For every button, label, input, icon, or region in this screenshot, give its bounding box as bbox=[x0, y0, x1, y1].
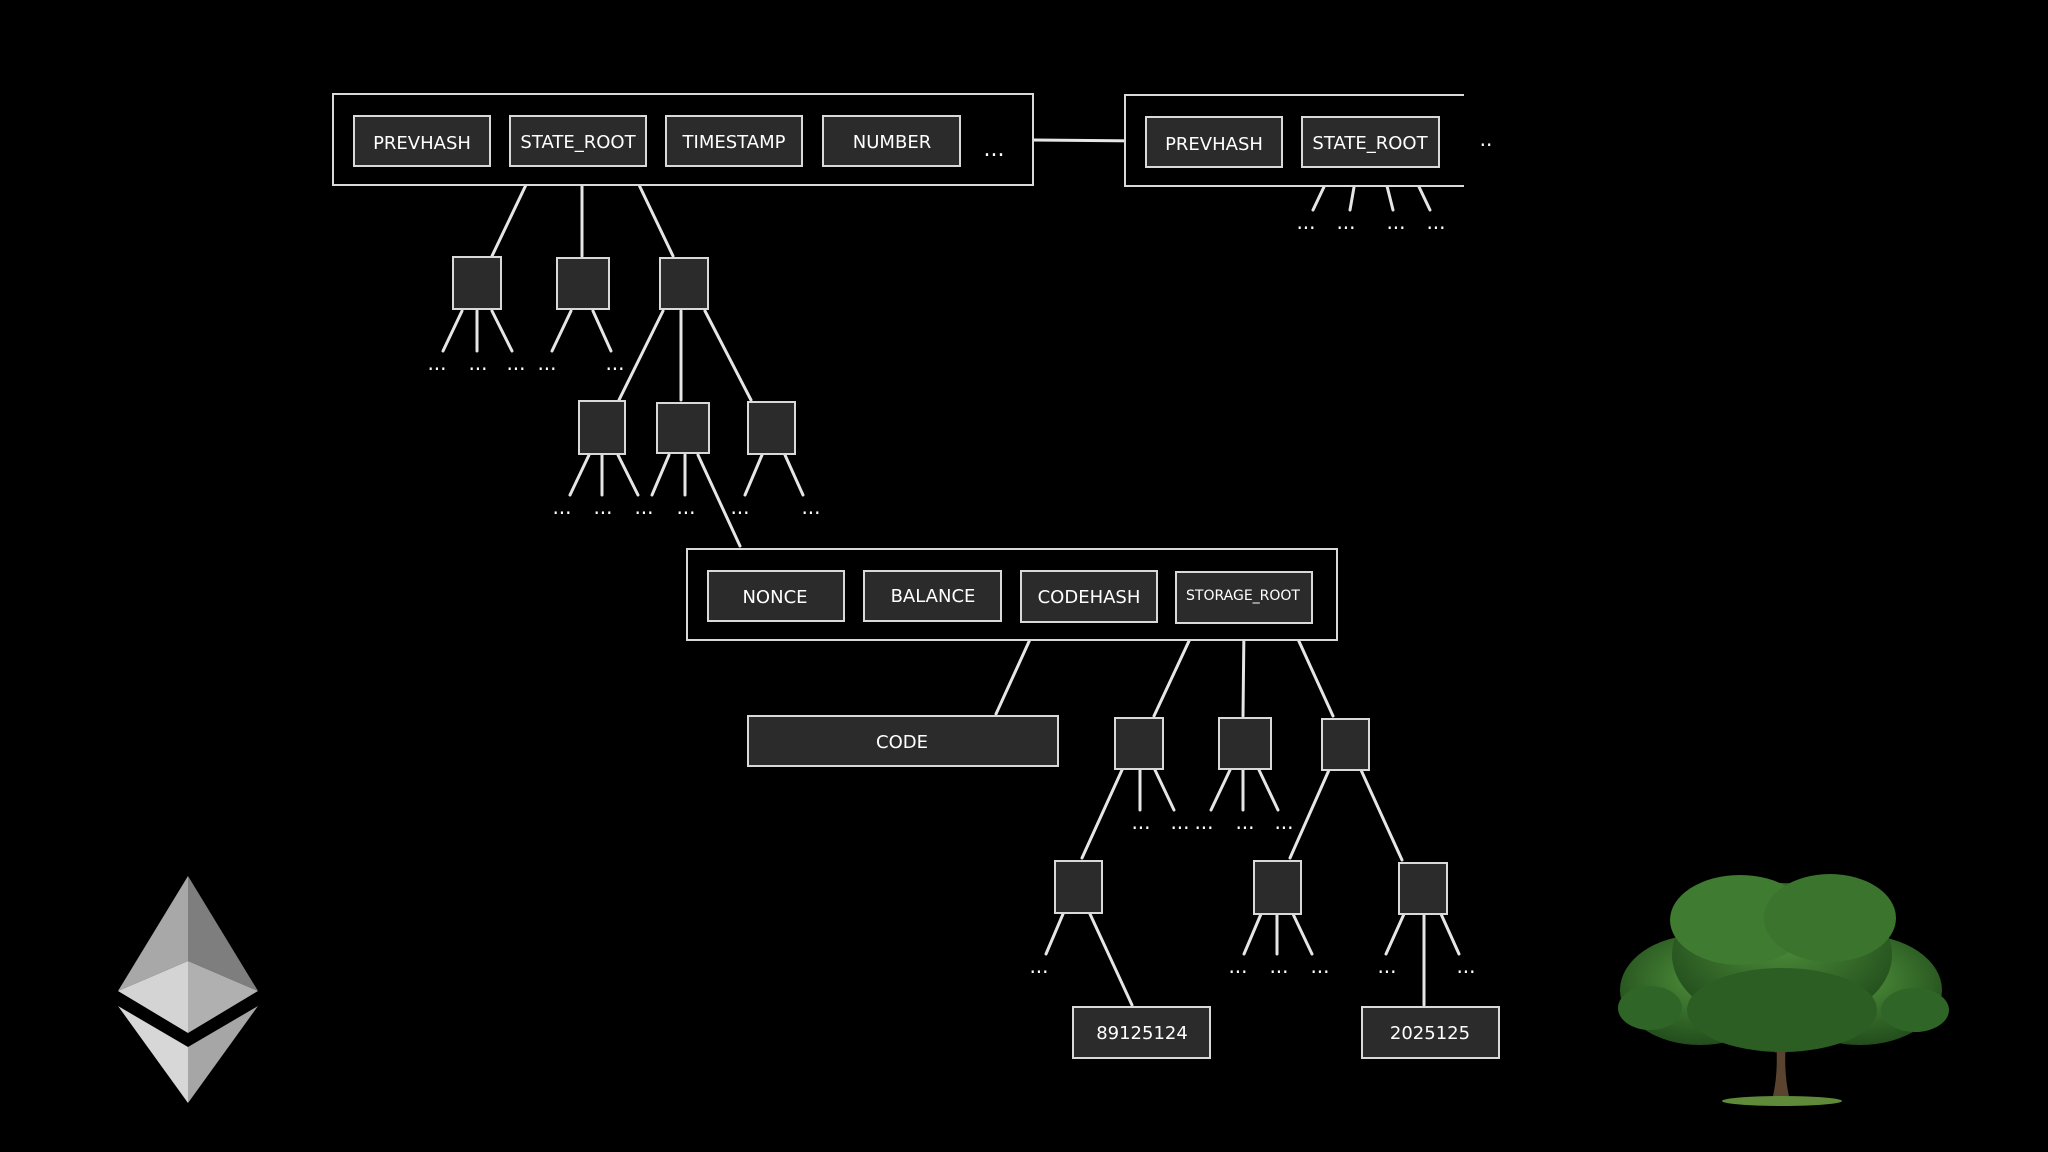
trie-node bbox=[656, 402, 710, 454]
block-header-2: PREVHASH STATE_ROOT .. bbox=[1124, 94, 1493, 187]
storage-value-right: 2025125 bbox=[1361, 1006, 1500, 1059]
block2-field-prevhash bbox=[1145, 116, 1283, 168]
state-trie-nodes bbox=[452, 256, 796, 455]
tree-icon bbox=[1618, 874, 1949, 1106]
ellipsis: ... bbox=[634, 495, 653, 519]
account-field-storage-root bbox=[1175, 571, 1313, 624]
account-field-nonce bbox=[707, 570, 845, 622]
storage-value-left: 89125124 bbox=[1072, 1006, 1211, 1059]
trie-node bbox=[1054, 860, 1103, 914]
ellipsis: ... bbox=[552, 495, 571, 519]
storage-value-text: 89125124 bbox=[1096, 1023, 1188, 1044]
block1-field-label: TIMESTAMP bbox=[682, 132, 786, 153]
ellipsis: ... bbox=[1336, 210, 1355, 234]
ellipsis: ... bbox=[468, 351, 487, 375]
ellipsis: ... bbox=[1194, 810, 1213, 834]
ellipsis: ... bbox=[427, 351, 446, 375]
ethereum-logo-icon bbox=[118, 876, 258, 1103]
ellipsis: ... bbox=[676, 495, 695, 519]
trie-node bbox=[452, 256, 502, 310]
block-header-1: PREVHASH STATE_ROOT TIMESTAMP NUMBER ... bbox=[332, 93, 1034, 186]
trie-node bbox=[556, 257, 610, 310]
block1-field-number bbox=[822, 115, 961, 167]
block2-field-label: PREVHASH bbox=[1165, 134, 1263, 155]
ellipsis: ... bbox=[1269, 954, 1288, 978]
account-field-label: STORAGE_ROOT bbox=[1186, 588, 1300, 604]
block2-field-label: STATE_ROOT bbox=[1312, 133, 1428, 154]
ellipsis: ... bbox=[506, 351, 525, 375]
account-field-balance bbox=[863, 570, 1002, 622]
ellipsis: ... bbox=[593, 495, 612, 519]
ellipsis: ... bbox=[1310, 954, 1329, 978]
block2-field-state-root bbox=[1301, 116, 1440, 168]
block1-field-prevhash bbox=[353, 115, 491, 167]
trie-node bbox=[659, 257, 709, 310]
trie-node bbox=[1398, 862, 1448, 915]
trie-node bbox=[1218, 717, 1272, 770]
account-record: NONCE BALANCE CODEHASH STORAGE_ROOT bbox=[686, 548, 1338, 641]
block1-field-label: NUMBER bbox=[853, 132, 931, 153]
block2-ellipsis: .. bbox=[1480, 127, 1493, 151]
trie-node bbox=[1114, 717, 1164, 770]
block1-field-state-root bbox=[509, 115, 647, 167]
ellipsis: ... bbox=[1386, 210, 1405, 234]
ellipsis: ... bbox=[1170, 810, 1189, 834]
block1-ellipsis: ... bbox=[984, 137, 1005, 162]
ellipsis: ... bbox=[1274, 810, 1293, 834]
account-field-label: NONCE bbox=[742, 587, 807, 608]
ellipsis: ... bbox=[1029, 954, 1048, 978]
ellipsis: ... bbox=[1235, 810, 1254, 834]
account-field-codehash bbox=[1020, 570, 1158, 623]
ellipsis: ... bbox=[1456, 954, 1475, 978]
trie-node bbox=[747, 401, 796, 455]
trie-node bbox=[1321, 718, 1370, 771]
account-field-label: CODEHASH bbox=[1038, 587, 1141, 608]
storage-value-text: 2025125 bbox=[1390, 1023, 1470, 1044]
block1-field-label: PREVHASH bbox=[373, 133, 471, 154]
code-label: CODE bbox=[876, 732, 928, 753]
ellipsis: ... bbox=[1377, 954, 1396, 978]
ellipsis: ... bbox=[1426, 210, 1445, 234]
ellipsis: ... bbox=[1296, 210, 1315, 234]
storage-trie-nodes bbox=[1054, 717, 1448, 915]
ellipsis: ... bbox=[1228, 954, 1247, 978]
block1-field-timestamp bbox=[665, 115, 803, 167]
block1-field-label: STATE_ROOT bbox=[520, 132, 636, 153]
trie-node bbox=[1253, 860, 1302, 915]
ellipsis: ... bbox=[1131, 810, 1150, 834]
ellipsis: ... bbox=[605, 351, 624, 375]
ellipsis-markers: ... ... ... ... ... ... ... ... ... ... … bbox=[427, 210, 1475, 978]
account-field-label: BALANCE bbox=[891, 586, 976, 607]
ellipsis: ... bbox=[730, 495, 749, 519]
code-box: CODE bbox=[747, 715, 1059, 767]
trie-node bbox=[578, 400, 626, 455]
ellipsis: ... bbox=[801, 495, 820, 519]
ellipsis: ... bbox=[537, 351, 556, 375]
